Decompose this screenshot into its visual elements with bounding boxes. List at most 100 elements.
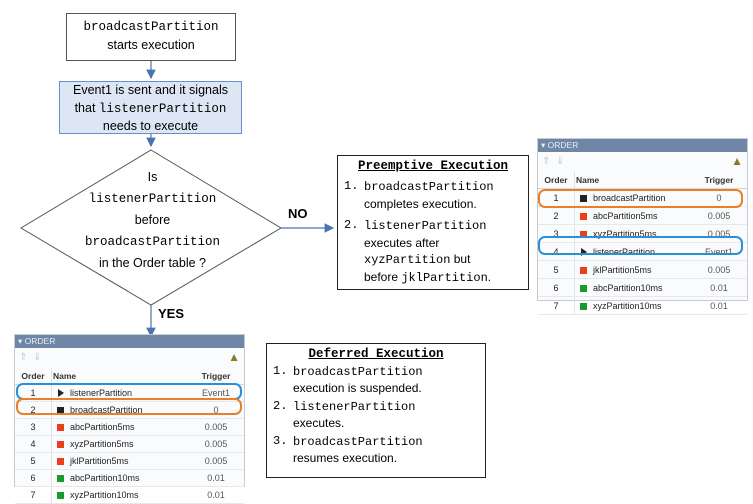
row-order: 7: [538, 296, 575, 315]
row-order: 1: [15, 384, 52, 402]
deferred-item-2: 2. listenerPartition executes.: [273, 399, 416, 430]
red-square-icon: [580, 266, 587, 274]
table-row[interactable]: 5 jklPartition5ms 0.005: [538, 260, 747, 279]
highlight-broadcast-left: [16, 398, 242, 415]
row-name: xyzPartition5ms: [70, 439, 134, 449]
row-order: 3: [538, 224, 575, 243]
row-order: 5: [538, 260, 575, 279]
no-label: NO: [288, 206, 308, 221]
event-line-1: Event1 is sent and it signals: [73, 83, 228, 97]
yes-label: YES: [158, 306, 185, 321]
green-square-icon: [57, 475, 64, 482]
row-name: jklPartition5ms: [70, 456, 129, 466]
row-name-cell: xyzPartition10ms: [51, 486, 188, 504]
event-line-3: needs to execute: [102, 119, 199, 133]
decision-line-5: in the Order table ?: [98, 256, 206, 270]
sort-icon[interactable]: ▲: [731, 154, 743, 168]
row-order: 4: [15, 435, 52, 453]
event-line-2-code: listenerPartition: [98, 101, 227, 116]
table-row[interactable]: 7 xyzPartition10ms 0.01: [538, 296, 747, 315]
table-row[interactable]: 7 xyzPartition10ms 0.01: [15, 486, 244, 504]
green-square-icon: [580, 284, 587, 292]
row-order: 5: [15, 452, 52, 470]
table-row[interactable]: 6 abcPartition10ms 0.01: [538, 278, 747, 297]
deferred-note: Deferred Execution 1. broadcastPartition…: [266, 343, 486, 478]
preemptive-note: Preemptive Execution 1. broadcastPartiti…: [337, 155, 529, 290]
green-square-icon: [580, 302, 587, 310]
row-trigger: 0.005: [188, 452, 244, 470]
row-name-cell: abcPartition5ms: [51, 418, 188, 436]
row-name: xyzPartition10ms: [593, 300, 662, 311]
row-name-cell: listenerPartition: [51, 384, 188, 402]
row-name-cell: abcPartition5ms: [574, 206, 691, 225]
start-box: broadcastPartition starts execution: [66, 13, 236, 61]
row-trigger: 0.005: [691, 224, 747, 243]
row-trigger: 0.01: [188, 486, 244, 504]
decision-line-1: Is: [147, 170, 158, 184]
order-panel-header[interactable]: ▾ ORDER: [15, 335, 244, 348]
order-toolbar: ⇑ ⇓ ▲: [15, 348, 244, 368]
move-down-icon[interactable]: ⇓: [556, 156, 565, 167]
row-order: 6: [538, 278, 575, 297]
row-name: abcPartition10ms: [593, 282, 663, 293]
order-toolbar: ⇑ ⇓ ▲: [538, 152, 747, 172]
row-order: 3: [15, 418, 52, 436]
row-name-cell: jklPartition5ms: [574, 260, 691, 279]
row-name: jklPartition5ms: [593, 264, 652, 275]
deferred-item-3: 3. broadcastPartition resumes execution.: [273, 434, 423, 465]
preemptive-title: Preemptive Execution: [357, 159, 509, 173]
col-trigger[interactable]: Trigger: [691, 172, 747, 189]
event-triangle-icon: [581, 247, 587, 256]
decision-line-3: before: [134, 213, 171, 227]
row-name-cell: abcPartition10ms: [51, 469, 188, 487]
row-name-cell: xyzPartition10ms: [574, 296, 691, 315]
col-name[interactable]: Name: [574, 172, 691, 189]
sort-icon[interactable]: ▲: [228, 350, 240, 364]
row-trigger: 0.01: [691, 278, 747, 297]
red-square-icon: [580, 212, 587, 220]
table-row[interactable]: 5 jklPartition5ms 0.005: [15, 452, 244, 470]
black-square-icon: [580, 194, 587, 202]
highlight-broadcast-right: [538, 189, 743, 208]
row-order: 7: [15, 486, 52, 504]
row-name: xyzPartition10ms: [70, 490, 139, 500]
row-order: 6: [15, 469, 52, 487]
row-trigger: 0.005: [188, 418, 244, 436]
row-name-cell: jklPartition5ms: [51, 452, 188, 470]
decision-text: Is listenerPartition before broadcastPar…: [60, 167, 245, 275]
highlight-listener-right: [538, 236, 743, 255]
red-square-icon: [580, 230, 587, 238]
move-up-icon[interactable]: ⇑: [19, 352, 28, 363]
move-up-icon[interactable]: ⇑: [542, 156, 551, 167]
row-name: broadcastPartition: [593, 192, 666, 203]
move-down-icon[interactable]: ⇓: [33, 352, 42, 363]
row-trigger: 0.005: [691, 206, 747, 225]
green-square-icon: [57, 492, 64, 499]
row-trigger: 0.005: [691, 260, 747, 279]
table-row[interactable]: 3 abcPartition5ms 0.005: [15, 418, 244, 436]
row-name-cell: listenerPartition: [574, 242, 691, 261]
col-order[interactable]: Order: [538, 172, 575, 189]
row-name: abcPartition5ms: [70, 422, 135, 432]
row-name: abcPartition5ms: [593, 210, 658, 221]
red-square-icon: [57, 458, 64, 465]
event-box: Event1 is sent and it signals that liste…: [59, 81, 242, 134]
order-panel-header[interactable]: ▾ ORDER: [538, 139, 747, 152]
preemptive-item-1: 1. broadcastPartition completes executio…: [344, 179, 494, 211]
table-row[interactable]: 3 xyzPartition5ms 0.005: [538, 224, 747, 243]
row-trigger: 0.01: [691, 296, 747, 315]
deferred-item-1: 1. broadcastPartition execution is suspe…: [273, 364, 423, 395]
row-name: broadcastPartition: [70, 405, 143, 415]
row-trigger: Event1: [691, 242, 747, 261]
start-code: broadcastPartition: [83, 20, 219, 34]
decision-line-2: listenerPartition: [88, 191, 217, 206]
row-name: xyzPartition5ms: [593, 228, 657, 239]
